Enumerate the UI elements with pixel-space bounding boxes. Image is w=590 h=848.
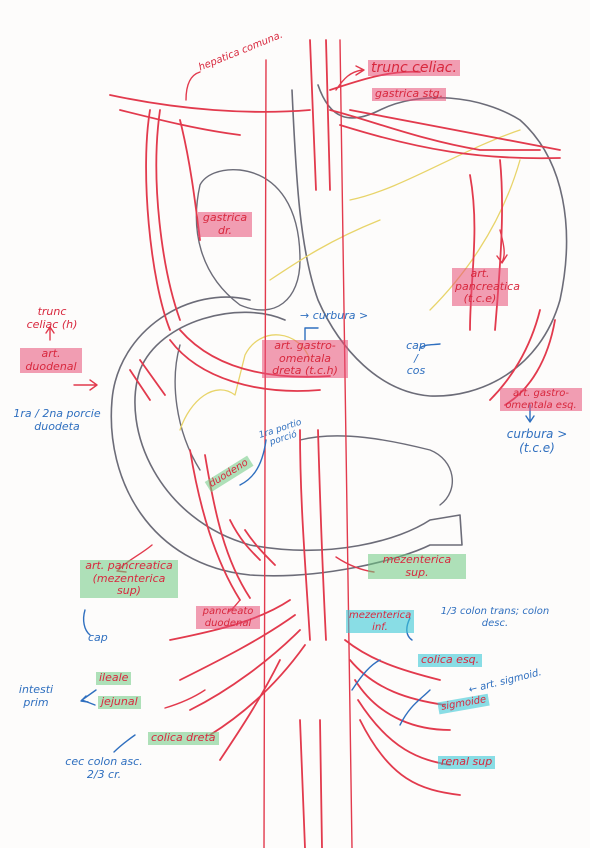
gastric-left-long: [339, 109, 561, 160]
aorta-trunk: [309, 39, 331, 191]
label-curbura-sus: → curbura >: [300, 309, 369, 322]
label-prima-doua-portiune: 1ra / 2na porcie duodeta: [13, 407, 101, 433]
hepatic-common: [145, 109, 181, 331]
label-art-pancreatica-mez: art. pancreatica (mezenterica sup): [80, 559, 178, 598]
label-renal-sup: renal sup: [438, 755, 496, 769]
label-gastrica-stg: gastrica stg.: [372, 87, 447, 101]
gastric-right: [179, 119, 201, 241]
inner-loop-outline: [174, 344, 454, 506]
midline-left: [263, 59, 267, 848]
midline-right: [339, 39, 353, 848]
label-pancreato-duodenal: pancreato duodenal: [196, 606, 260, 629]
label-mezenterica-inf: mezenterica inf.: [346, 610, 414, 633]
annotation-arrows-red: [45, 65, 508, 709]
label-jejunal: jejunal: [98, 695, 141, 709]
label-gastrica-dr: gastrica dr.: [198, 211, 252, 238]
duodenal-branch: [129, 359, 166, 401]
label-cec: cec colon asc. 2/3 cr.: [65, 755, 143, 781]
label-trunchi-celiac: trunc celiac.: [368, 60, 460, 77]
lower-aorta: [299, 719, 323, 848]
small-organ-outline: [195, 168, 301, 311]
label-cap-cos: cap / cos: [406, 339, 426, 378]
celiac-branch-left: [109, 94, 311, 136]
celiac-branch-right: [329, 70, 541, 151]
colica-right-curve: [219, 659, 281, 761]
artery-network: [109, 39, 561, 848]
label-art-duodenal: art. duodenal: [20, 347, 82, 374]
pancreaticoduodenal: [189, 449, 251, 601]
label-colica-esq: colica esq.: [418, 653, 483, 667]
label-intestin-prim: intesti prim: [18, 683, 54, 709]
pancreatic-branch: [469, 159, 503, 331]
pancreas-outline: [179, 129, 521, 431]
label-colon-trans: 1/3 colon trans; colon desc.: [440, 606, 550, 629]
duodenum-outline: [110, 296, 463, 577]
label-cap: cap: [88, 631, 108, 644]
label-art-gastro-omentala-esq: art. gastro-omentala esq.: [500, 388, 582, 411]
label-curbura-jos: curbura > (t.c.e): [506, 427, 568, 455]
label-mezenterica-sup: mezenterica sup.: [368, 553, 466, 580]
label-colica-dreta: colica dreta: [148, 731, 219, 745]
mesenteric-inf-fan: [344, 639, 461, 796]
label-art-gastro-omentala: art. gastro-omentala dreta (t.c.h): [262, 339, 348, 378]
label-art-pancreatica: art. pancreatica (t.c.e): [452, 267, 520, 306]
label-ileale: ileale: [96, 671, 132, 685]
mesenteric-superior-main: [299, 429, 327, 641]
stomach-outline: [291, 84, 568, 397]
mesenteric-sup-branches: [229, 519, 276, 566]
label-trunchi-celiac-h: trunc celiac (h): [26, 305, 78, 331]
